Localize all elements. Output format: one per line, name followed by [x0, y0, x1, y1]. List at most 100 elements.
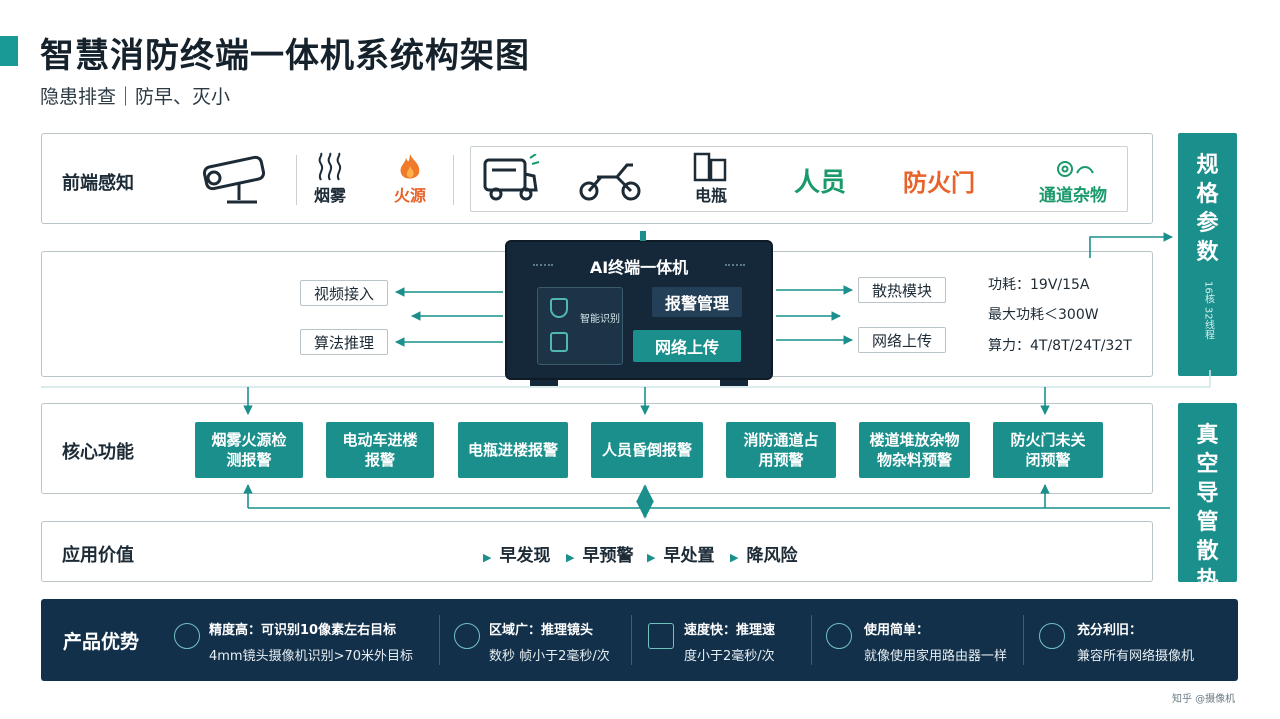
smoke-item: 烟雾 [305, 148, 355, 206]
value-item: ▶早预警 [566, 546, 634, 566]
advantage-item: 区域广：推理镜头 数秒 帧小于2毫秒/次 [489, 619, 610, 664]
func-line: 电瓶进楼报警 [467, 441, 558, 459]
advantage-desc: 度小于2毫秒/次 [684, 649, 775, 664]
func-corridor-clutter: 楼道堆放杂物物杂料预警 [859, 422, 970, 478]
advantage-item: 充分利旧： 兼容所有网络摄像机 [1077, 619, 1194, 664]
func-ebike: 电动车进楼报警 [326, 422, 434, 478]
func-line: 楼道堆放杂物 [869, 431, 960, 449]
sensing-icon-box [470, 146, 1128, 212]
value-label: 应用价值 [62, 545, 134, 566]
spec-box-char: 规 [1196, 153, 1219, 178]
spec-parameters-box: 规 格 参 数 16核 32线程 [1178, 133, 1237, 376]
firedoor-icon: 防火门 [903, 168, 975, 197]
value-text: 早发现 [499, 546, 551, 566]
cooling-box-char: 散 [1196, 539, 1219, 564]
title-accent-bar [0, 36, 18, 66]
user-icon [550, 332, 568, 352]
fire-item: 火源 [385, 148, 435, 206]
clutter-label: 通道杂物 [1039, 186, 1107, 206]
ai-terminal-device: AI终端一体机 智能识别 报警管理 网络上传 [505, 240, 773, 380]
spec-box-char: 数 [1196, 240, 1219, 265]
func-line: 闭预警 [1025, 451, 1071, 469]
tag-alarm-management: 报警管理 [652, 287, 742, 317]
location-icon [174, 623, 200, 649]
spec-power: 功耗：19V/15A [988, 277, 1090, 293]
value-item: ▶早发现 [483, 546, 551, 566]
person-item: 人员 [790, 156, 850, 204]
label-network-upload: 网络上传 [858, 327, 946, 353]
value-item: ▶降风险 [730, 546, 798, 566]
truck-icon [482, 153, 540, 204]
cooling-box-char: 空 [1196, 452, 1219, 477]
advantage-item: 精度高：可识别10像素左右目标 4mm镜头摄像机识别>70米外目标 [209, 619, 413, 664]
func-line: 防火门未关 [1010, 431, 1086, 449]
advantage-separator [439, 615, 440, 665]
func-battery: 电瓶进楼报警 [458, 422, 568, 478]
person-icon: 人员 [793, 167, 846, 198]
func-line: 烟雾火源检 [211, 431, 287, 449]
ai-screen: 智能识别 [537, 287, 623, 365]
battery-item: 电瓶 [686, 152, 736, 206]
image-icon [648, 623, 674, 649]
page-subtitle: 隐患排查｜防早、灭小 [40, 86, 231, 108]
battery-icon [693, 152, 727, 182]
battery-label: 电瓶 [694, 186, 727, 205]
advantage-separator [1023, 615, 1024, 665]
func-smoke-fire: 烟雾火源检测报警 [195, 422, 303, 478]
spec-compute: 算力：4T/8T/24T/32T [988, 338, 1132, 354]
spec-box-small-text: 16核 32线程 [1202, 281, 1214, 340]
func-fire-lane: 消防通道占用预警 [726, 422, 836, 478]
firedoor-item: 防火门 [898, 156, 980, 204]
spec-box-char: 格 [1196, 182, 1219, 207]
device-top-connector [640, 231, 646, 241]
smoke-label: 烟雾 [313, 186, 346, 205]
value-text: 早处置 [663, 546, 715, 566]
label-cooling-module: 散热模块 [858, 277, 946, 303]
gear-icon [1057, 161, 1094, 177]
camera-icon [197, 152, 272, 207]
value-text: 降风险 [746, 546, 798, 566]
smoke-icon [318, 152, 342, 181]
advantage-head: 充分利旧： [1077, 623, 1143, 638]
advantages-label: 产品优势 [63, 631, 140, 653]
spec-max-power: 最大功耗＜300W [988, 307, 1099, 323]
func-line: 物杂料预警 [876, 451, 952, 469]
cooling-box-char: 管 [1196, 510, 1219, 535]
separator [296, 155, 297, 205]
device-foot-right [720, 380, 748, 386]
value-item: ▶早处置 [647, 546, 715, 566]
vacuum-cooling-box: 真 空 导 管 散 热 [1178, 403, 1237, 593]
func-line: 电动车进楼 [342, 431, 418, 449]
value-text: 早预警 [582, 546, 634, 566]
advantage-separator [631, 615, 632, 665]
advantages-panel: 产品优势 精度高：可识别10像素左右目标 4mm镜头摄像机识别>70米外目标 区… [41, 599, 1238, 681]
advantage-head: 精度高：可识别10像素左右目标 [209, 623, 397, 638]
cooling-box-char: 热 [1196, 568, 1219, 593]
tag-network-upload: 网络上传 [633, 330, 741, 362]
func-line: 报警 [364, 451, 395, 469]
sensing-label: 前端感知 [62, 173, 134, 194]
link-icon [1039, 623, 1065, 649]
label-video-input: 视频接入 [300, 280, 388, 306]
func-line: 测报警 [226, 451, 272, 469]
func-line: 用预警 [758, 451, 804, 469]
clutter-item: 通道杂物 [1030, 150, 1116, 206]
advantage-desc: 兼容所有网络摄像机 [1077, 649, 1195, 664]
home-icon [826, 623, 852, 649]
advantage-desc: 4mm镜头摄像机识别>70米外目标 [209, 649, 414, 664]
func-fire-door: 防火门未关闭预警 [993, 422, 1103, 478]
advantage-head: 区域广：推理镜头 [489, 623, 594, 638]
ebike-icon [577, 155, 643, 203]
advantage-item: 使用简单： 就像使用家用路由器一样 [864, 619, 1007, 664]
page-title: 智慧消防终端一体机系统构架图 [40, 36, 530, 76]
advantage-head: 速度快：推理速 [684, 623, 776, 638]
ai-screen-text: 智能识别 [580, 314, 620, 325]
label-algorithm-inference: 算法推理 [300, 329, 388, 355]
spec-box-char: 参 [1196, 211, 1219, 236]
advantage-head: 使用简单： [864, 623, 930, 638]
func-line: 消防通道占 [743, 431, 819, 449]
cooling-box-char: 真 [1196, 423, 1219, 448]
advantage-desc: 数秒 帧小于2毫秒/次 [489, 649, 610, 664]
func-line: 人员昏倒报警 [601, 441, 692, 459]
ai-terminal-title: AI终端一体机 [589, 258, 689, 277]
